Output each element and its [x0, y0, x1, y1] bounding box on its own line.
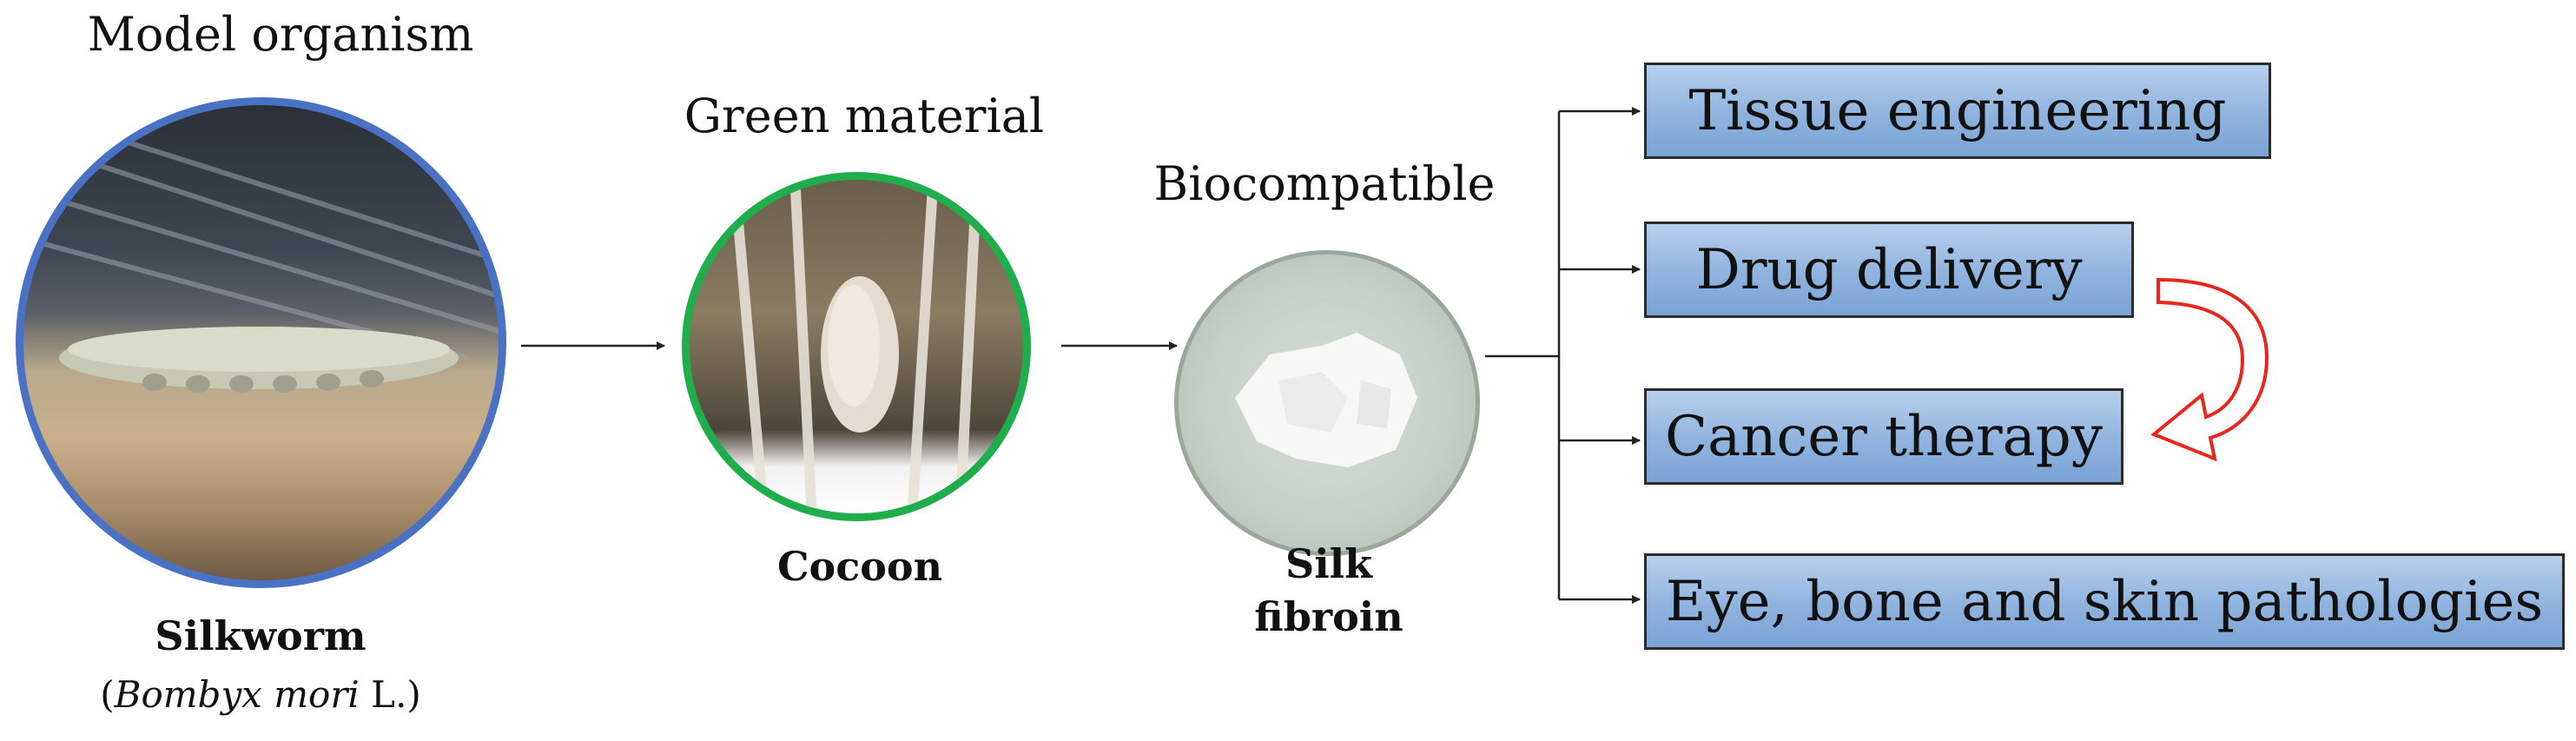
silkworm-scientific-name: (Bombyx mori L.): [100, 673, 421, 716]
eye-bone-skin-box: Eye, bone and skin pathologies: [1644, 553, 2565, 650]
cocoon-label: Cocoon: [776, 543, 943, 590]
fibroin-header: Biocompatible: [1153, 156, 1496, 211]
silkworm-header: Model organism: [87, 7, 474, 62]
fibroin-label-line1: Silk: [1285, 540, 1373, 587]
cancer-therapy-box: Cancer therapy: [1644, 388, 2124, 485]
drug-delivery-box: Drug delivery: [1644, 222, 2134, 318]
tissue-engineering-box: Tissue engineering: [1644, 63, 2271, 159]
cocoon-photo: [682, 172, 1031, 521]
silkworm-label: Silkworm: [155, 612, 367, 659]
petri-dish-photo: [1174, 250, 1480, 556]
fibroin-label-line2: fibroin: [1254, 593, 1404, 640]
silkworm-photo: [16, 97, 506, 588]
cocoon-header: Green material: [684, 89, 1045, 143]
curved-arrow-icon: [2150, 277, 2269, 462]
branch-connector: [1485, 111, 1561, 599]
species-name: Bombyx mori: [114, 673, 360, 716]
